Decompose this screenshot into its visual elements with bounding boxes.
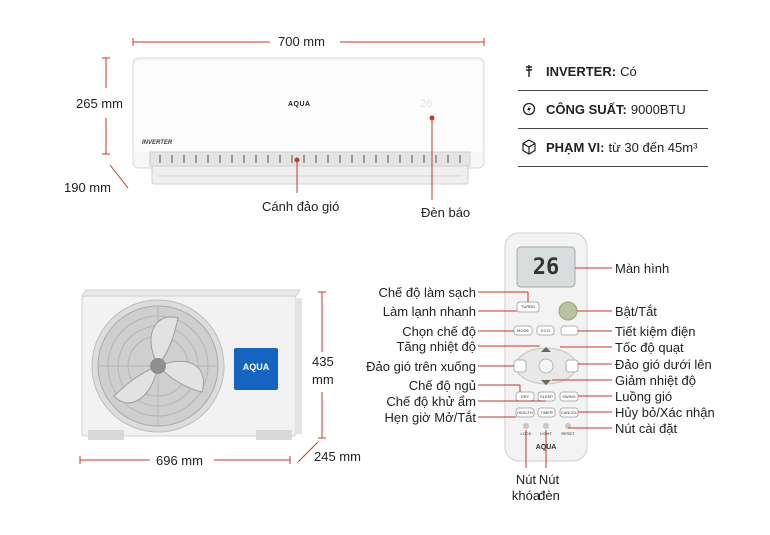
- indoor-width-label: 700 mm: [278, 34, 325, 49]
- label-temp-up: Tăng nhiệt độ: [396, 339, 476, 354]
- outdoor-brand-logo: AQUA: [242, 362, 270, 372]
- spec-divider: [518, 128, 708, 129]
- label-airflow: Luồng gió: [615, 389, 673, 404]
- callout-vane-label: Cánh đảo gió: [262, 199, 340, 214]
- spec-key: CÔNG SUẤT:: [546, 101, 627, 117]
- indoor-inverter-tag: INVERTER: [142, 140, 173, 146]
- button-turbo: TURBO: [521, 304, 535, 309]
- button-eco: ECO: [541, 328, 550, 333]
- label-turbo-cool: Làm lạnh nhanh: [382, 304, 476, 319]
- label-lock-line2: khóa: [511, 488, 541, 503]
- label-light-line1: Nút: [538, 472, 560, 487]
- spec-inverter: INVERTER: Có: [518, 54, 708, 88]
- button-reset: RESET: [561, 431, 575, 436]
- label-dry-mode: Chế độ khử ẩm: [386, 394, 476, 409]
- spec-value: Có: [620, 63, 637, 79]
- power-icon: [518, 102, 540, 116]
- remote-callouts-bottom: [525, 430, 547, 468]
- label-light-line2: đèn: [538, 488, 560, 503]
- remote-callouts-left: [478, 291, 546, 418]
- outdoor-dimension-lines: [79, 291, 326, 464]
- spec-divider: [518, 90, 708, 91]
- remote-callouts-right: [552, 267, 612, 429]
- inverter-icon: [518, 64, 540, 78]
- label-temp-down: Giảm nhiệt độ: [615, 373, 696, 388]
- label-mode-select: Chọn chế độ: [402, 324, 476, 339]
- outdoor-width-label: 696 mm: [156, 453, 203, 468]
- indoor-callouts: [294, 115, 435, 200]
- outdoor-height-label-unit: mm: [312, 372, 334, 387]
- button-sleep: SLEEP: [540, 394, 553, 399]
- label-clean-mode: Chế độ làm sạch: [378, 285, 476, 300]
- spec-key: PHẠM VI:: [546, 139, 605, 155]
- label-sleep-mode: Chế độ ngủ: [408, 378, 476, 393]
- label-power: Bật/Tắt: [615, 304, 657, 319]
- spec-power: CÔNG SUẤT: 9000BTU: [518, 92, 708, 126]
- spec-value: từ 30 đến 45m³: [608, 139, 698, 155]
- remote-brand-logo: AQUA: [535, 444, 557, 451]
- label-swing-up: Đảo gió dưới lên: [615, 357, 712, 372]
- button-mode: MODE: [517, 328, 529, 333]
- indoor-height-label: 265 mm: [76, 96, 123, 111]
- indoor-brand-logo: AQUA: [288, 101, 311, 108]
- label-screen: Màn hình: [615, 261, 670, 276]
- label-timer: Hẹn giờ Mở/Tắt: [384, 410, 476, 425]
- indoor-depth-label: 190 mm: [64, 180, 111, 195]
- remote-display: 26: [532, 255, 560, 280]
- button-light: LIGHT: [540, 431, 552, 436]
- label-eco: Tiết kiệm điện: [615, 324, 696, 339]
- button-lock: LOCK: [520, 431, 532, 436]
- indoor-dimension-lines: [102, 38, 485, 189]
- spec-key: INVERTER:: [546, 63, 617, 79]
- outdoor-height-label-number: 435: [312, 354, 334, 369]
- button-cancel: CANCEL: [560, 410, 578, 415]
- label-setting: Nút cài đặt: [615, 421, 678, 436]
- button-timer: TIMER: [540, 410, 553, 415]
- spec-range: PHẠM VI: từ 30 đến 45m³: [518, 130, 708, 164]
- button-dry: DRY: [520, 394, 530, 399]
- button-swing: SWING: [562, 394, 576, 399]
- label-lock-line1: Nút: [515, 472, 537, 487]
- indoor-display: 26: [420, 98, 433, 110]
- callout-lamp-label: Đèn báo: [421, 205, 471, 220]
- outdoor-unit: [81, 289, 302, 440]
- label-fan-speed: Tốc độ quạt: [615, 340, 684, 355]
- label-swing-vertical: Đảo gió trên xuống: [366, 359, 476, 374]
- cube-icon: [518, 139, 540, 155]
- button-health: HEALTH: [517, 410, 533, 415]
- spec-divider: [518, 166, 708, 167]
- spec-value: 9000BTU: [630, 101, 686, 117]
- outdoor-depth-label: 245 mm: [314, 449, 361, 464]
- indoor-unit: [132, 57, 485, 185]
- label-cancel-confirm: Hủy bỏ/Xác nhận: [615, 405, 715, 420]
